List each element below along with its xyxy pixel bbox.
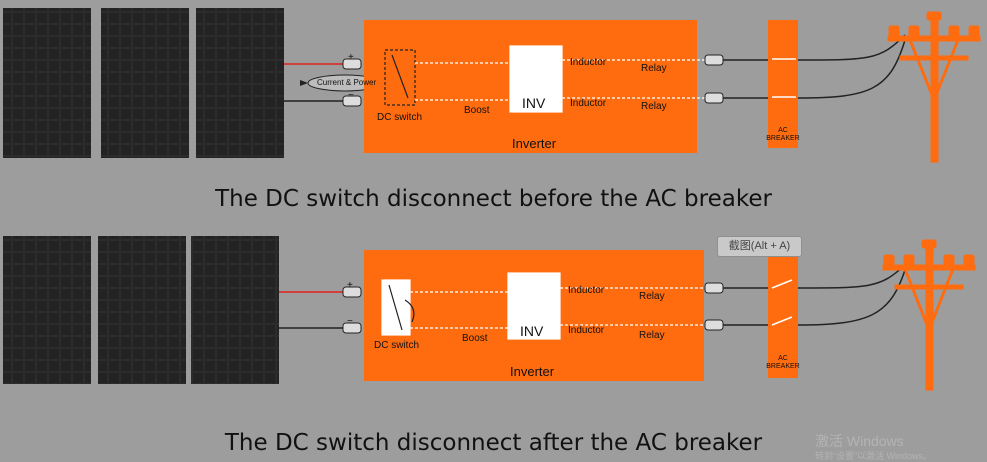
current-power-label: Current & Power — [317, 78, 377, 87]
ac-breaker-line2: BREAKER — [766, 135, 800, 142]
inductor-label: Inductor — [568, 285, 605, 296]
activation-watermark: 激活 Windows — [815, 433, 904, 449]
inductor-label: Inductor — [570, 98, 607, 109]
inverter-label: Inverter — [512, 136, 557, 151]
solar-panel — [101, 8, 189, 158]
inv-label: INV — [522, 95, 546, 111]
screenshot-tooltip: 截图(Alt + A) — [717, 236, 802, 257]
inv-block — [509, 45, 563, 113]
ac-wires-bottom — [704, 264, 906, 331]
boost-label: Boost — [462, 333, 488, 344]
ac-breaker-bottom — [768, 250, 798, 378]
utility-pole-bottom — [882, 239, 976, 391]
relay-label: Relay — [641, 63, 667, 74]
inverter-internals-top — [384, 45, 710, 113]
dc-switch-label: DC switch — [377, 112, 423, 123]
solar-panel — [3, 8, 91, 158]
utility-pole-top — [887, 11, 981, 163]
ac-breaker-line1: AC — [778, 127, 788, 134]
ac-breaker-line1: AC — [778, 355, 788, 362]
ac-breaker-label: AC BREAKER — [760, 355, 806, 371]
solar-panels-bottom — [3, 236, 279, 384]
inv-block — [507, 272, 561, 340]
activation-watermark-sub: 转到“设置”以激活 Windows。 — [815, 451, 933, 461]
solar-panel — [196, 8, 284, 158]
minus-sign: − — [348, 90, 354, 101]
inductor-label: Inductor — [568, 325, 605, 336]
dc-switch-label: DC switch — [374, 340, 420, 351]
solar-panel — [3, 236, 91, 384]
inverter-label: Inverter — [510, 364, 555, 379]
ac-breaker-line2: BREAKER — [766, 363, 800, 370]
caption-bottom: The DC switch disconnect after the AC br… — [224, 430, 763, 456]
plus-sign: + — [348, 52, 354, 63]
relay-label: Relay — [639, 330, 665, 341]
ac-wires-top — [704, 34, 906, 104]
plus-sign: + — [347, 280, 353, 291]
inv-label: INV — [520, 323, 544, 339]
minus-sign: − — [347, 316, 353, 327]
solar-panel — [98, 236, 186, 384]
boost-label: Boost — [464, 105, 490, 116]
solar-panels-top — [3, 8, 284, 158]
ac-breaker-top — [768, 20, 798, 148]
relay-label: Relay — [639, 291, 665, 302]
relay-label: Relay — [641, 101, 667, 112]
caption-top: The DC switch disconnect before the AC b… — [215, 186, 772, 212]
inverter-internals-bottom — [381, 272, 710, 340]
inductor-label: Inductor — [570, 57, 607, 68]
solar-panel — [191, 236, 279, 384]
dc-wires-bottom — [279, 286, 362, 334]
ac-breaker-label: AC BREAKER — [760, 127, 806, 143]
dc-wires-top — [284, 58, 362, 107]
